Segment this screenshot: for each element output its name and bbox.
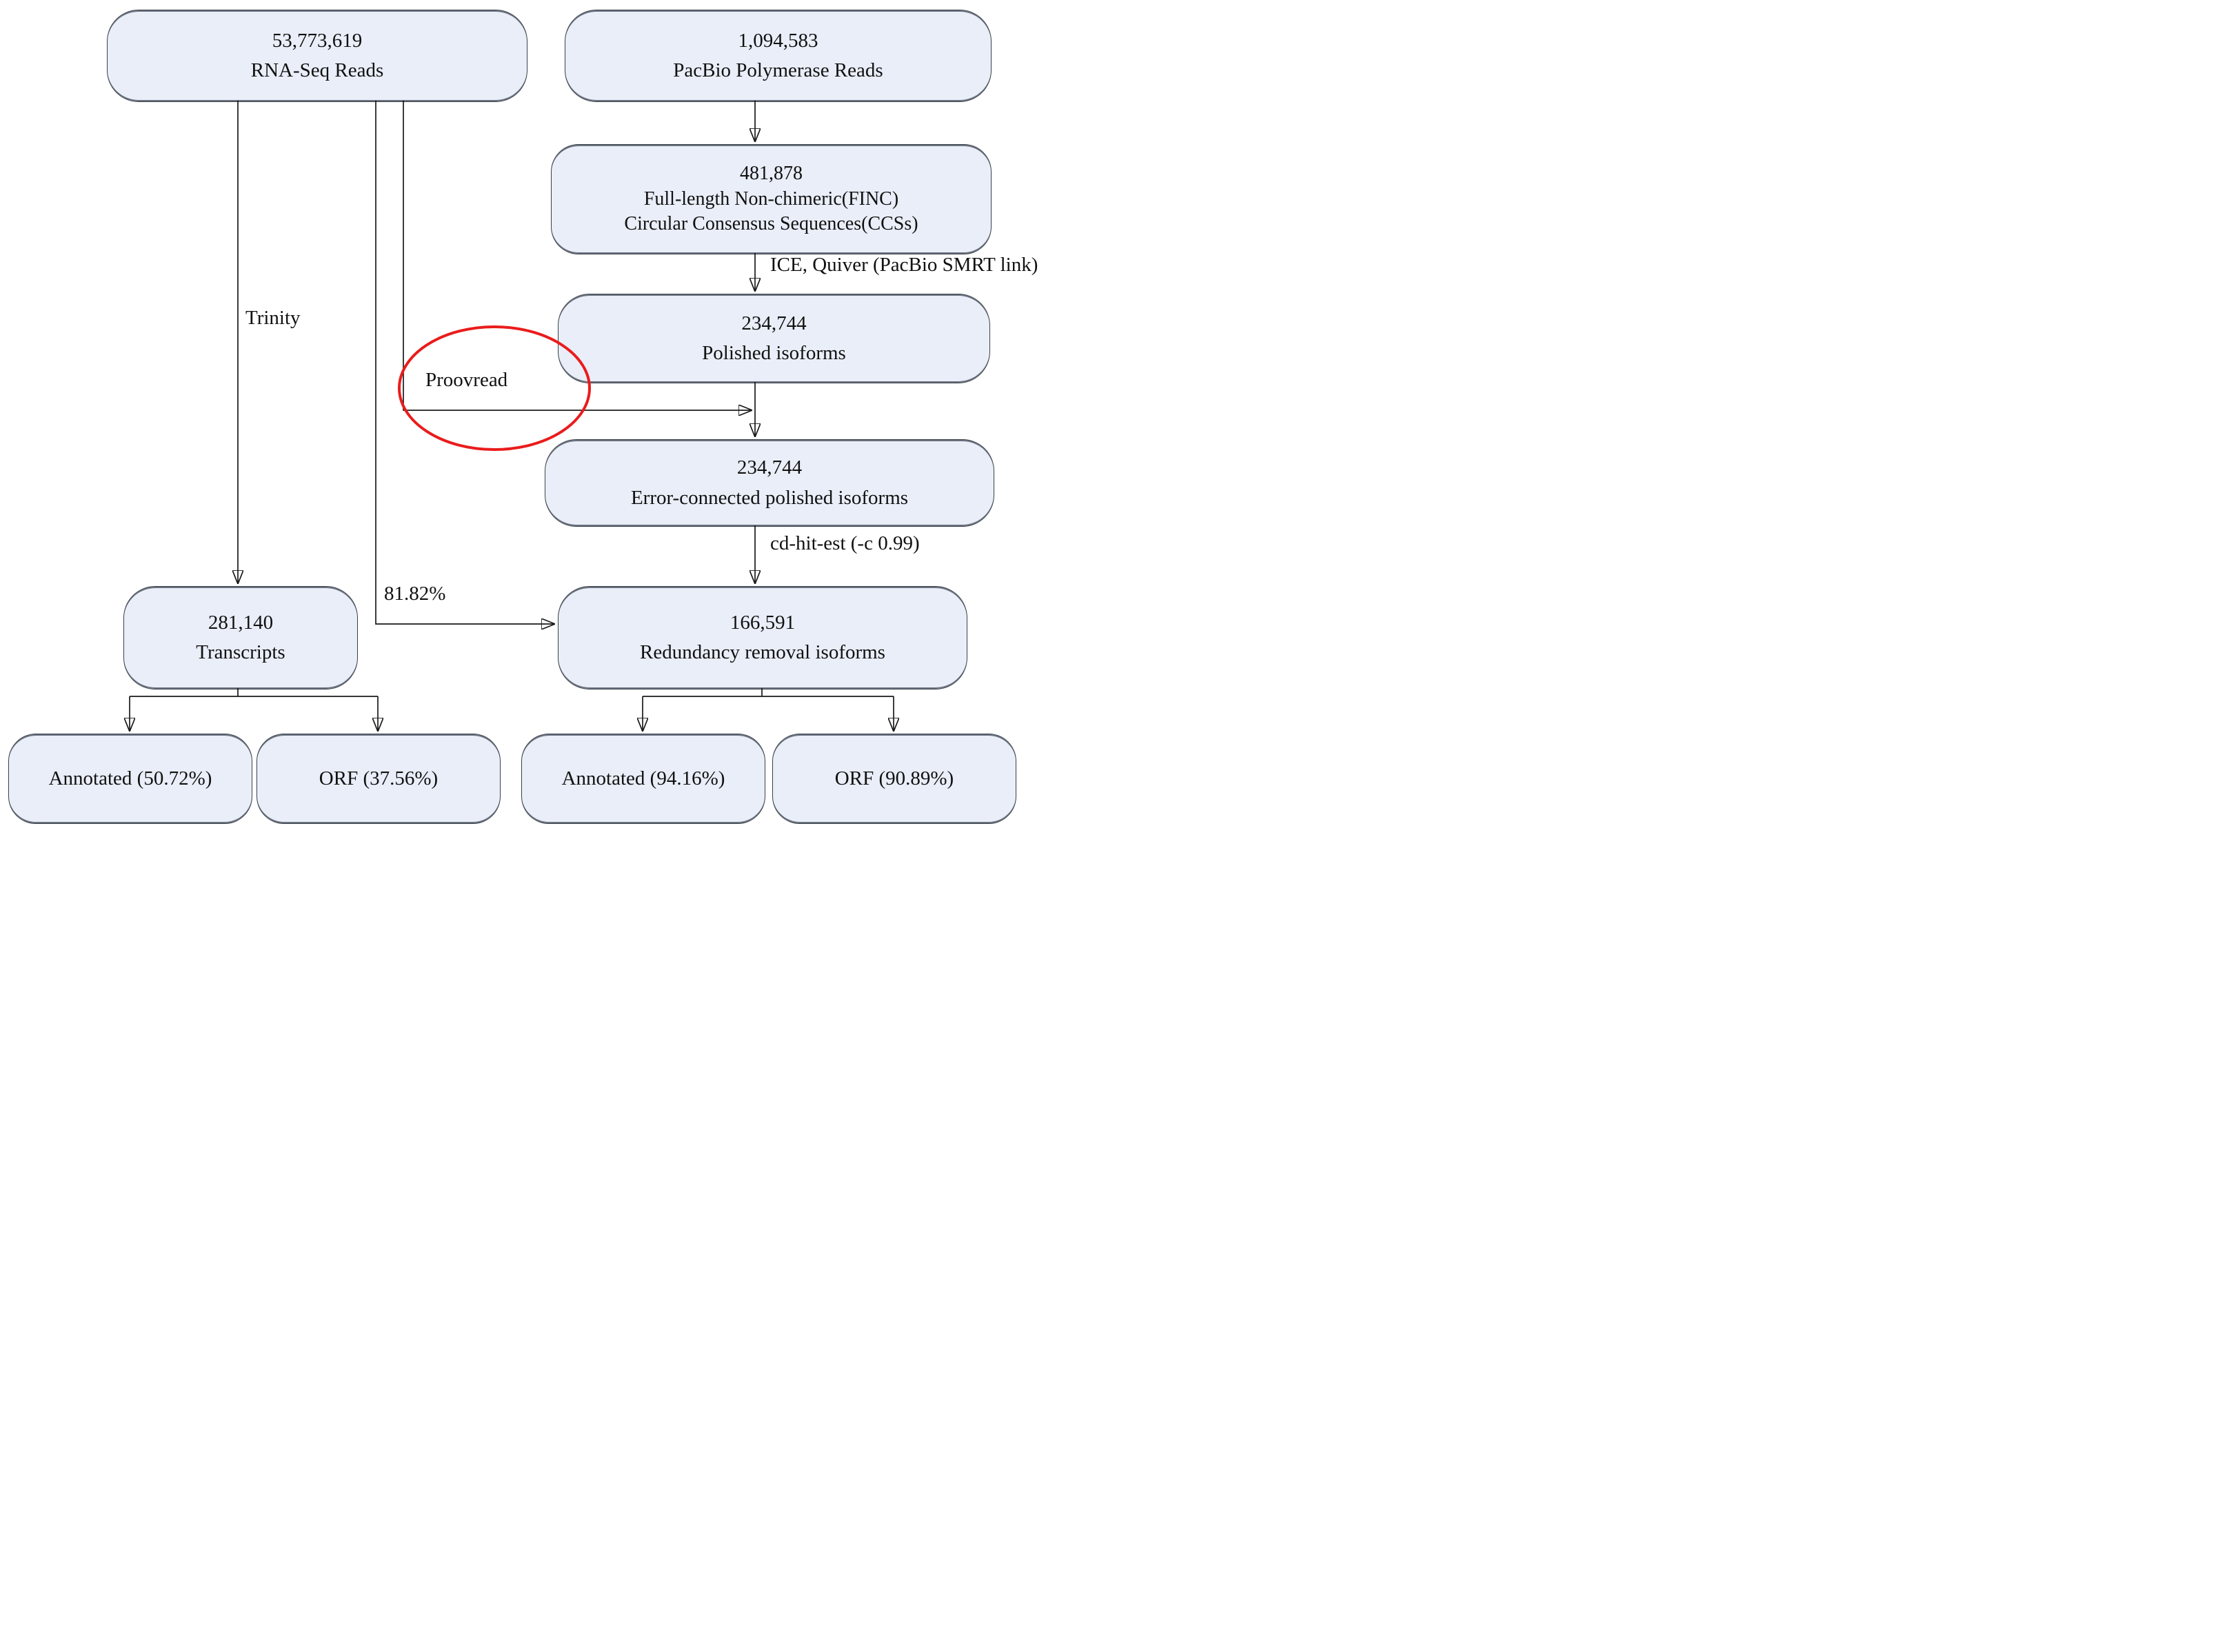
node-rna-seq-count: 53,773,619 <box>272 29 363 52</box>
node-pacbio-polymerase-reads: 1,094,583 PacBio Polymerase Reads <box>565 10 992 102</box>
node-error-corrected-isoforms: 234,744 Error-connected polished isoform… <box>545 439 994 527</box>
node-annotated-left: Annotated (50.72%) <box>8 734 252 824</box>
node-flnc-label-1: Full-length Non-chimeric(FINC) <box>643 188 899 210</box>
edge-label-ice-quiver: ICE, Quiver (PacBio SMRT link) <box>770 254 1038 276</box>
node-transcripts: 281,140 Transcripts <box>123 586 358 689</box>
node-pacbio-label: PacBio Polymerase Reads <box>673 59 883 81</box>
node-redundancy-removal-isoforms: 166,591 Redundancy removal isoforms <box>558 586 967 689</box>
arrow-rnaseq-to-redundancy <box>375 101 554 624</box>
flowchart-canvas: 53,773,619 RNA-Seq Reads 1,094,583 PacBi… <box>0 0 1112 826</box>
edge-label-proovread: Proovread <box>425 369 508 391</box>
connector-layer <box>0 101 1112 826</box>
node-transcripts-label: Transcripts <box>196 641 285 663</box>
node-annotated-right-label: Annotated (94.16%) <box>561 767 725 789</box>
node-annotated-right: Annotated (94.16%) <box>521 734 765 824</box>
node-flnc-ccs: 481,878 Full-length Non-chimeric(FINC) C… <box>551 144 992 254</box>
node-pacbio-count: 1,094,583 <box>738 29 818 52</box>
edge-label-trinity: Trinity <box>245 307 301 329</box>
node-annotated-left-label: Annotated (50.72%) <box>48 767 212 789</box>
node-transcripts-count: 281,140 <box>208 611 274 634</box>
node-flnc-label-2: Circular Consensus Sequences(CCSs) <box>624 213 918 235</box>
node-orf-left-label: ORF (37.56%) <box>319 767 439 789</box>
node-polished-count: 234,744 <box>741 312 807 334</box>
node-error-corrected-count: 234,744 <box>736 456 803 479</box>
node-orf-right: ORF (90.89%) <box>772 734 1016 824</box>
node-rna-seq-label: RNA-Seq Reads <box>250 59 384 81</box>
node-error-corrected-label: Error-connected polished isoforms <box>630 486 909 509</box>
edge-label-cd-hit-est: cd-hit-est (-c 0.99) <box>770 532 920 554</box>
node-redundancy-count: 166,591 <box>730 611 796 634</box>
edge-label-percent: 81.82% <box>384 583 446 605</box>
node-polished-label: Polished isoforms <box>702 342 846 364</box>
node-polished-isoforms: 234,744 Polished isoforms <box>558 294 990 383</box>
node-orf-left: ORF (37.56%) <box>256 734 501 824</box>
node-rna-seq-reads: 53,773,619 RNA-Seq Reads <box>107 10 527 102</box>
node-flnc-count: 481,878 <box>740 162 803 184</box>
node-orf-right-label: ORF (90.89%) <box>834 767 954 789</box>
node-redundancy-label: Redundancy removal isoforms <box>640 641 885 663</box>
